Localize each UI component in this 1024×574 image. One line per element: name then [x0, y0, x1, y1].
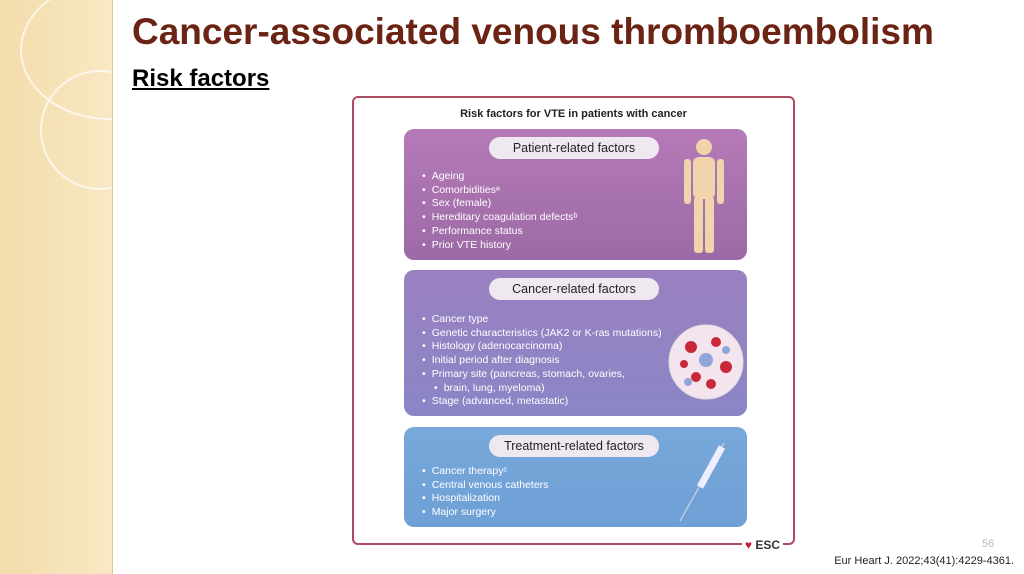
list-item: Sex (female): [422, 197, 577, 211]
reference: Eur Heart J. 2022;43(41):4229-4361.: [834, 555, 1014, 567]
list-item: brain, lung, myeloma): [422, 382, 662, 396]
list-item: Performance status: [422, 225, 577, 239]
esc-logo: ♥ ESC: [741, 538, 783, 552]
decorative-sidebar: [0, 0, 113, 574]
blood-cells-icon: [668, 324, 744, 400]
list-item: Stage (advanced, metastatic): [422, 395, 662, 409]
heart-icon: ♥: [744, 538, 752, 552]
list-item: Hereditary coagulation defectsᵇ: [422, 211, 578, 225]
slide-title: Cancer-associated venous thromboembolism: [132, 11, 934, 52]
box-heading: Patient-related factors: [489, 137, 659, 159]
list-item: Major surgery: [422, 506, 548, 520]
treatment-factors-box: Treatment-related factors Cancer therapy…: [404, 427, 747, 527]
page-number: 56: [982, 538, 995, 550]
list-item: Cancer type: [422, 313, 662, 327]
human-body-icon: [684, 139, 724, 253]
cancer-factors-box: Cancer-related factors Cancer type Genet…: [404, 270, 747, 416]
list-item: Comorbiditiesᵃ: [422, 184, 577, 198]
esc-logo-text: ESC: [755, 538, 780, 552]
list-item: Histology (adenocarcinoma): [422, 340, 662, 354]
list-item: Prior VTE history: [422, 239, 577, 253]
syringe-icon: [679, 442, 726, 522]
list-item: Cancer therapyᶜ: [422, 465, 548, 479]
box-heading: Treatment-related factors: [489, 435, 659, 457]
risk-factors-figure: Risk factors for VTE in patients with ca…: [352, 96, 795, 552]
list-item: Initial period after diagnosis: [422, 354, 662, 368]
box-heading: Cancer-related factors: [489, 278, 659, 300]
slide-subtitle: Risk factors: [132, 65, 270, 92]
list-item: Central venous catheters: [422, 479, 549, 493]
list-item: Hospitalization: [422, 492, 548, 506]
figure-title: Risk factors for VTE in patients with ca…: [460, 108, 687, 120]
patient-factors-box: Patient-related factors Ageing Comorbidi…: [404, 129, 747, 260]
list-item: Primary site (pancreas, stomach, ovaries…: [422, 368, 662, 382]
list-item: Ageing: [422, 170, 577, 184]
list-item: Genetic characteristics (JAK2 or K-ras m…: [422, 327, 662, 341]
